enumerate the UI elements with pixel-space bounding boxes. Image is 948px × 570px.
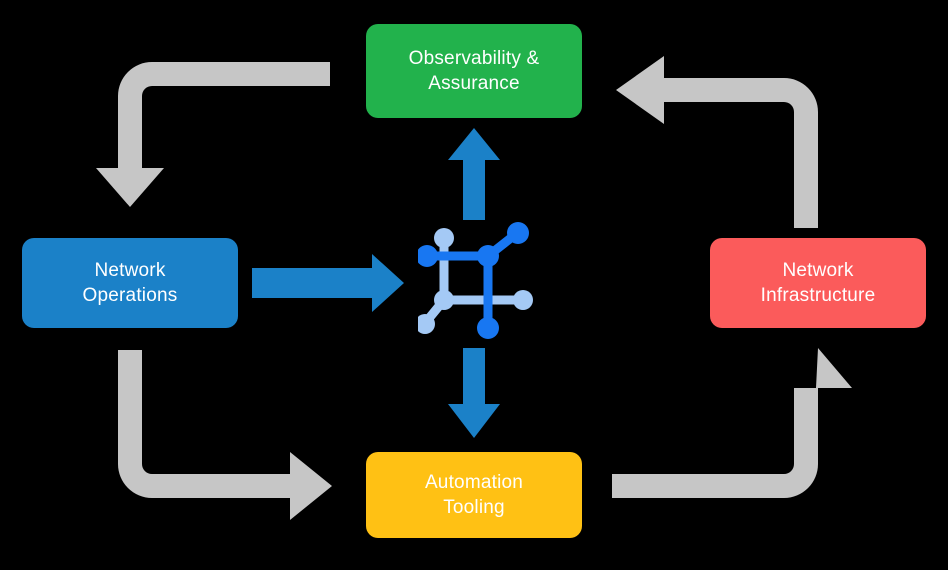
connector-hub-to-observability <box>448 128 500 220</box>
network-mesh-icon <box>418 222 533 339</box>
node-network-infrastructure[interactable]: Network Infrastructure <box>710 238 926 328</box>
node-network-operations[interactable]: Network Operations <box>22 238 238 328</box>
connector-ops-to-automation <box>118 350 332 520</box>
connector-infrastructure-to-observability <box>616 56 818 228</box>
connector-automation-to-infrastructure <box>612 348 852 498</box>
node-automation-tooling[interactable]: Automation Tooling <box>366 452 582 538</box>
connector-hub-to-automation <box>448 348 500 438</box>
connector-ops-to-hub <box>252 254 404 312</box>
node-observability[interactable]: Observability & Assurance <box>366 24 582 118</box>
connector-ops-to-observability <box>96 62 330 207</box>
